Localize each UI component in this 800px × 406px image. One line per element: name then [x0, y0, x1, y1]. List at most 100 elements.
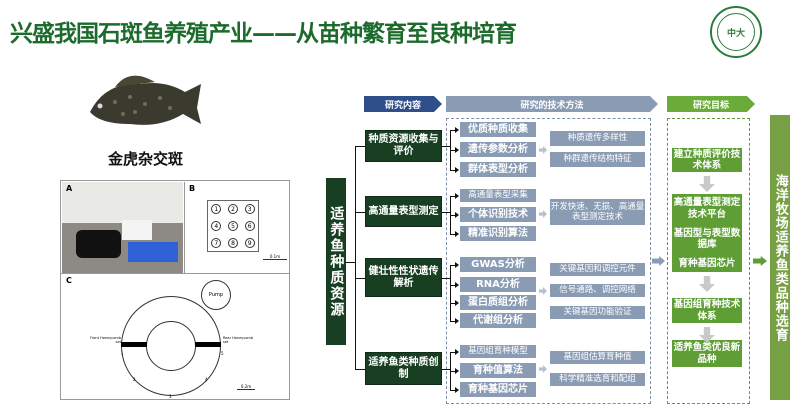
goals-dashed-frame — [667, 118, 750, 404]
connector — [450, 264, 451, 321]
connector — [442, 211, 450, 213]
connector — [442, 368, 450, 370]
method-box: 蛋白质组分析 — [459, 294, 537, 311]
header-methods: 研究的技术方法 — [446, 96, 658, 112]
connector — [442, 146, 450, 147]
arrowhead-icon — [455, 261, 459, 268]
method-box: 育种基因芯片 — [459, 381, 537, 398]
cell-number: 9 — [244, 237, 255, 248]
grid-box: 1 2 3 4 5 6 7 8 9 — [207, 200, 259, 252]
arrowhead-icon — [455, 230, 459, 237]
arrowhead-icon — [455, 348, 459, 355]
connector — [450, 169, 456, 171]
cell-number: 5 — [227, 220, 238, 231]
pump-box — [122, 220, 152, 240]
method-box: 基因组育种模型 — [459, 344, 537, 359]
rear-honeycomb — [195, 342, 221, 347]
method-box: GWAS分析 — [459, 256, 537, 273]
arrowhead-icon — [455, 299, 459, 306]
tray-shape — [128, 242, 178, 262]
connector — [450, 214, 456, 216]
connector — [450, 233, 456, 235]
cell-number: 4 — [211, 220, 222, 231]
final-goal-label: 海洋牧场适养鱼类品种选育 — [772, 173, 788, 342]
root-box: 适养鱼种质资源 — [326, 178, 346, 345]
arrow-to-goals-icon — [652, 256, 665, 266]
result-box: 关键基因功能验证 — [549, 305, 646, 320]
arrowhead-icon — [455, 386, 459, 393]
arrowhead-icon — [455, 211, 459, 218]
branch-line — [355, 146, 365, 147]
panel-b: B 1 2 3 4 5 6 7 8 9 0.1m — [184, 182, 289, 273]
arrowhead-icon — [455, 126, 459, 133]
connector — [450, 320, 456, 322]
arrowhead-icon — [455, 146, 459, 153]
arrowhead-icon — [455, 317, 459, 324]
result-box: 信号通路、调控网络 — [549, 283, 646, 298]
result-box: 关键基因和调控元件 — [549, 262, 646, 277]
cell-number: 6 — [244, 220, 255, 231]
arrowhead-icon — [455, 192, 459, 199]
header-goals: 研究目标 — [667, 96, 755, 112]
connector — [450, 264, 456, 266]
position-label: 5 — [221, 351, 224, 356]
arrowhead-icon — [455, 281, 459, 288]
result-box: 种群遗传结构特征 — [549, 151, 646, 168]
connector — [450, 129, 456, 131]
logo-emblem-icon: 中大 — [717, 13, 755, 51]
method-box: RNA分析 — [459, 276, 537, 293]
method-box: 个体识别技术 — [459, 206, 537, 223]
category-box: 健壮性性状遗传解析 — [365, 258, 442, 297]
goal-box: 育种基因芯片 — [672, 255, 742, 272]
front-honeycomb — [121, 342, 147, 347]
method-box: 育种值算法 — [459, 362, 537, 379]
pump-label: Pump — [208, 292, 224, 298]
cell-number: 3 — [244, 204, 255, 215]
small-arrow-icon — [539, 287, 547, 295]
small-arrow-icon — [539, 146, 547, 154]
scale-label: 0.1m — [263, 254, 287, 260]
method-box: 精准识别算法 — [459, 225, 537, 242]
connector — [450, 370, 456, 372]
scale-label: 0.2m — [237, 384, 255, 390]
result-box: 开发快速、无损、高通量表型测定技术 — [549, 198, 646, 226]
method-box: 代谢组分析 — [459, 312, 537, 329]
cell-number: 8 — [227, 237, 238, 248]
arrowhead-icon — [455, 367, 459, 374]
method-box: 优质种质收集 — [459, 121, 537, 138]
goal-box: 基因型与表型数据库 — [672, 223, 742, 255]
result-box: 科学精准选育和配组 — [549, 372, 646, 387]
header-content: 研究内容 — [364, 96, 442, 112]
connector — [450, 389, 456, 391]
pump-circle: Pump — [201, 280, 231, 310]
experiment-figure: A B 1 2 3 4 5 6 7 8 9 0.1m C Pump Front … — [60, 180, 290, 400]
panel-a-label: A — [66, 184, 73, 193]
position-label: 3 — [169, 394, 172, 399]
tree-spine — [355, 146, 356, 369]
goal-box: 建立种质评价技术体系 — [672, 148, 742, 172]
goal-box: 适养鱼类优良新品种 — [672, 340, 742, 367]
inner-ring — [146, 321, 196, 371]
connector — [442, 277, 450, 279]
result-box: 种质遗传多样性 — [549, 130, 646, 147]
method-box: 高通量表型采集 — [459, 188, 537, 203]
front-label: Front Honeycomb set — [90, 336, 121, 344]
position-label: 4 — [205, 377, 208, 382]
result-box: 基因组估算育种值 — [549, 350, 646, 365]
method-box: 遗传参数分析 — [459, 141, 537, 158]
small-arrow-icon — [539, 210, 547, 218]
small-arrow-icon — [539, 365, 547, 373]
branch-line — [355, 368, 365, 370]
panel-c: C Pump Front Honeycomb set Rear Honeycom… — [61, 273, 289, 399]
category-box: 高通量表型测定 — [365, 196, 442, 227]
cell-number: 2 — [227, 204, 238, 215]
arrow-to-final-icon — [753, 256, 767, 266]
connector — [450, 351, 456, 353]
goal-box: 高通量表型测定技术平台 — [672, 194, 742, 223]
position-label: 1 — [121, 351, 124, 356]
final-goal-box: 海洋牧场适养鱼类品种选育 — [770, 115, 790, 400]
category-box: 适养鱼类种质创制 — [365, 352, 442, 385]
tree-trunk — [346, 262, 355, 263]
branch-line — [355, 277, 365, 279]
connector — [450, 284, 456, 286]
